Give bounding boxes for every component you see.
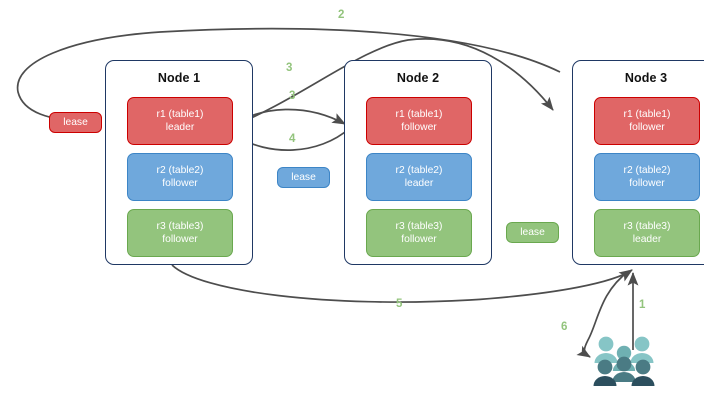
replica-node3-r2-name: r2 (table2) xyxy=(623,165,671,176)
replica-node1-r2[interactable]: r2 (table2) follower xyxy=(127,153,233,201)
arrow-step-6-node3-to-clients xyxy=(576,270,630,358)
replica-node2-r3-role: follower xyxy=(401,234,437,245)
replica-node2-r1-name: r1 (table1) xyxy=(395,109,443,120)
node-title-node1: Node 1 xyxy=(157,71,201,85)
replica-node1-r1-role: leader xyxy=(165,122,195,133)
replica-node1-r1[interactable]: r1 (table1) leader xyxy=(127,97,233,145)
step-label-5: 5 xyxy=(396,298,403,310)
lease-chip-r3[interactable]: lease xyxy=(506,222,559,243)
step-label-3b: 3 xyxy=(289,90,296,102)
replica-node3-r3-name: r3 (table3) xyxy=(623,221,671,232)
node-title-node3: Node 3 xyxy=(624,71,668,85)
lease-chip-r1-label: lease xyxy=(63,117,88,128)
lease-chip-r2-label: lease xyxy=(291,172,316,183)
arrow-step-5-node1-to-node3 xyxy=(171,264,633,303)
replica-node1-r1-name: r1 (table1) xyxy=(156,109,204,120)
replica-node3-r2[interactable]: r2 (table2) follower xyxy=(594,153,700,201)
lease-chip-r1[interactable]: lease xyxy=(49,112,102,133)
replica-node2-r2-role: leader xyxy=(404,178,434,189)
replica-node2-r2-name: r2 (table2) xyxy=(395,165,443,176)
step-label-3a: 3 xyxy=(286,62,293,74)
lease-chip-r2[interactable]: lease xyxy=(277,167,330,188)
replica-node3-r1-name: r1 (table1) xyxy=(623,109,671,120)
replica-node1-r3-name: r3 (table3) xyxy=(156,221,204,232)
replica-node1-r2-name: r2 (table2) xyxy=(156,165,204,176)
replica-node1-r3[interactable]: r3 (table3) follower xyxy=(127,209,233,257)
step-label-4: 4 xyxy=(289,133,296,145)
step-label-2: 2 xyxy=(338,9,345,21)
replica-node3-r3[interactable]: r3 (table3) leader xyxy=(594,209,700,257)
lease-chip-r3-label: lease xyxy=(520,227,545,238)
replica-node2-r1-role: follower xyxy=(401,122,437,133)
replica-node3-r3-role: leader xyxy=(632,234,662,245)
replica-node3-r1[interactable]: r1 (table1) follower xyxy=(594,97,700,145)
replica-node2-r3-name: r3 (table3) xyxy=(395,221,443,232)
replica-node2-r3[interactable]: r3 (table3) follower xyxy=(366,209,472,257)
node-container-node1[interactable]: Node 1 r1 (table1) leader r2 (table2) fo… xyxy=(105,60,253,265)
step-label-6: 6 xyxy=(561,321,568,333)
replica-node1-r2-role: follower xyxy=(162,178,198,189)
people-group-icon xyxy=(593,336,655,386)
node-container-node2[interactable]: Node 2 r1 (table1) follower r2 (table2) … xyxy=(344,60,492,265)
replica-node3-r2-role: follower xyxy=(629,178,665,189)
replica-node2-r2[interactable]: r2 (table2) leader xyxy=(366,153,472,201)
replica-node2-r1[interactable]: r1 (table1) follower xyxy=(366,97,472,145)
replica-node1-r3-role: follower xyxy=(162,234,198,245)
node-title-node2: Node 2 xyxy=(396,71,440,85)
step-label-1: 1 xyxy=(639,299,646,311)
replica-node3-r1-role: follower xyxy=(629,122,665,133)
arrow-step-3-node1-to-node3 xyxy=(227,38,554,129)
node-container-node3[interactable]: Node 3 r1 (table1) follower r2 (table2) … xyxy=(572,60,704,265)
